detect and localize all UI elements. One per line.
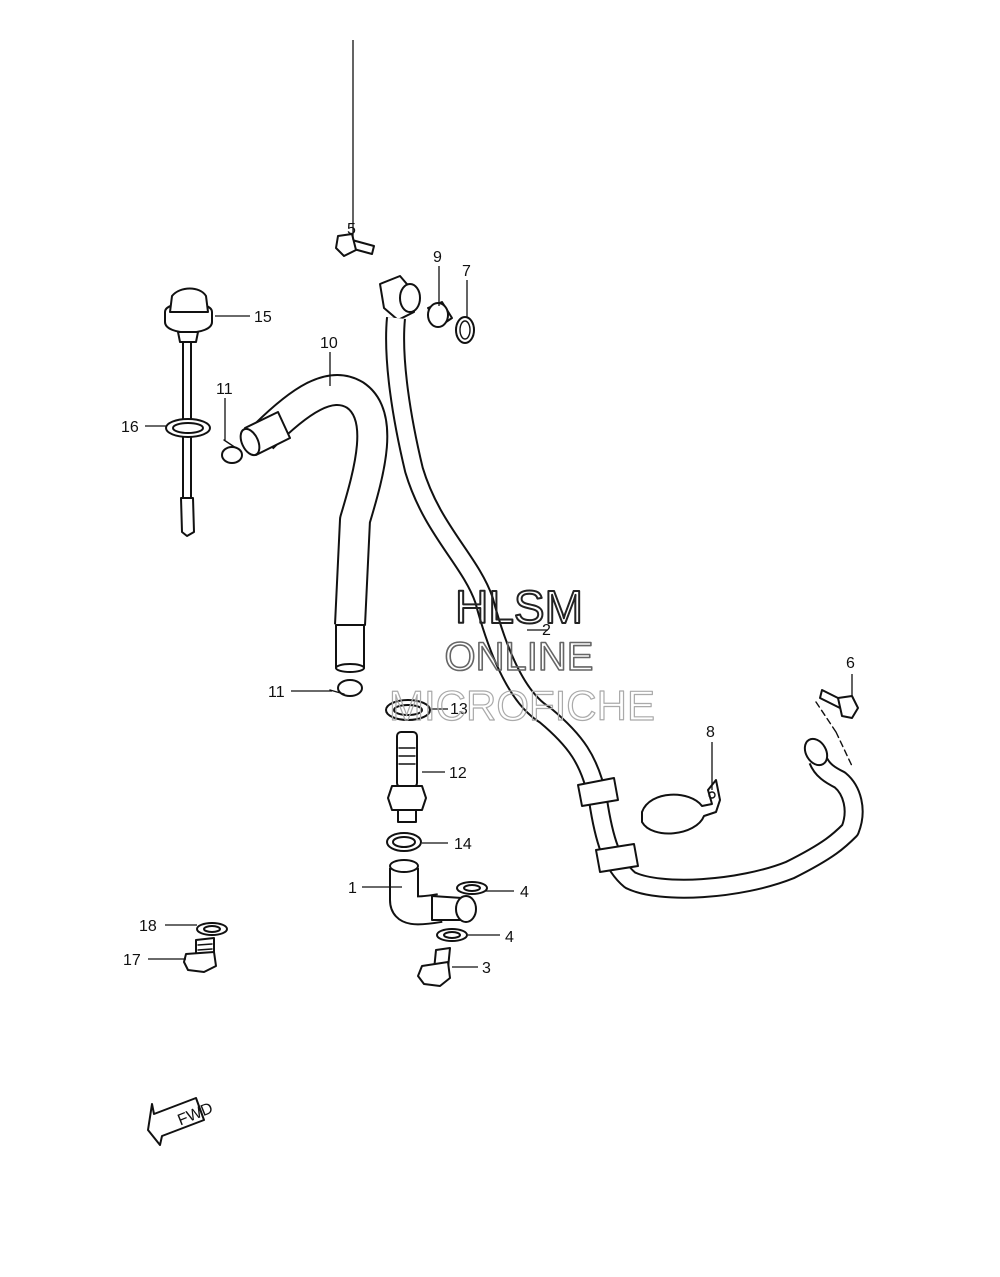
hose-10 — [239, 374, 389, 673]
callout-4-upper: 4 — [520, 884, 529, 901]
elbow-hose-1 — [389, 859, 477, 926]
callout-16: 16 — [121, 419, 139, 436]
callout-14: 14 — [454, 836, 472, 853]
callout-17: 17 — [123, 952, 141, 969]
clip-lower — [329, 679, 363, 697]
callout-13: 13 — [450, 701, 468, 718]
callout-7: 7 — [462, 263, 471, 280]
fwd-arrow: FWD — [147, 1097, 216, 1146]
callout-9: 9 — [433, 249, 442, 266]
callout-11-lower: 11 — [268, 684, 285, 701]
watermark-line-3: MICROFICHE — [389, 682, 655, 729]
watermark: HLSM ONLINE MICROFICHE — [388, 580, 655, 730]
callout-10: 10 — [320, 335, 338, 352]
callout-labels: 5 9 7 15 10 11 16 2 6 11 13 8 12 14 1 4 … — [121, 221, 855, 977]
washer-13 — [385, 699, 431, 721]
hose-2 — [385, 317, 864, 899]
bolt-3 — [417, 947, 451, 987]
callout-11-upper: 11 — [216, 381, 233, 398]
upper-union — [335, 233, 475, 344]
fitting-12 — [387, 731, 427, 823]
callout-2: 2 — [542, 622, 551, 639]
bolt-6 — [815, 689, 859, 767]
callout-18: 18 — [139, 918, 157, 935]
clamp-14 — [386, 832, 422, 852]
watermark-line-2: ONLINE — [445, 635, 594, 679]
clip-upper — [221, 439, 243, 464]
callout-3: 3 — [482, 960, 491, 977]
watermark-line-1: HLSM — [455, 581, 583, 633]
callout-6: 6 — [846, 655, 855, 672]
bracket-8 — [641, 779, 721, 835]
callout-12: 12 — [449, 765, 467, 782]
drain-plug — [183, 922, 228, 973]
callout-1: 1 — [348, 880, 357, 897]
callout-15: 15 — [254, 309, 272, 326]
dipstick-assembly — [164, 287, 213, 537]
callout-5: 5 — [347, 221, 356, 238]
washers-4 — [436, 881, 488, 942]
leader-lines — [145, 40, 853, 968]
callout-4-lower: 4 — [505, 929, 514, 946]
callout-8: 8 — [706, 724, 715, 741]
